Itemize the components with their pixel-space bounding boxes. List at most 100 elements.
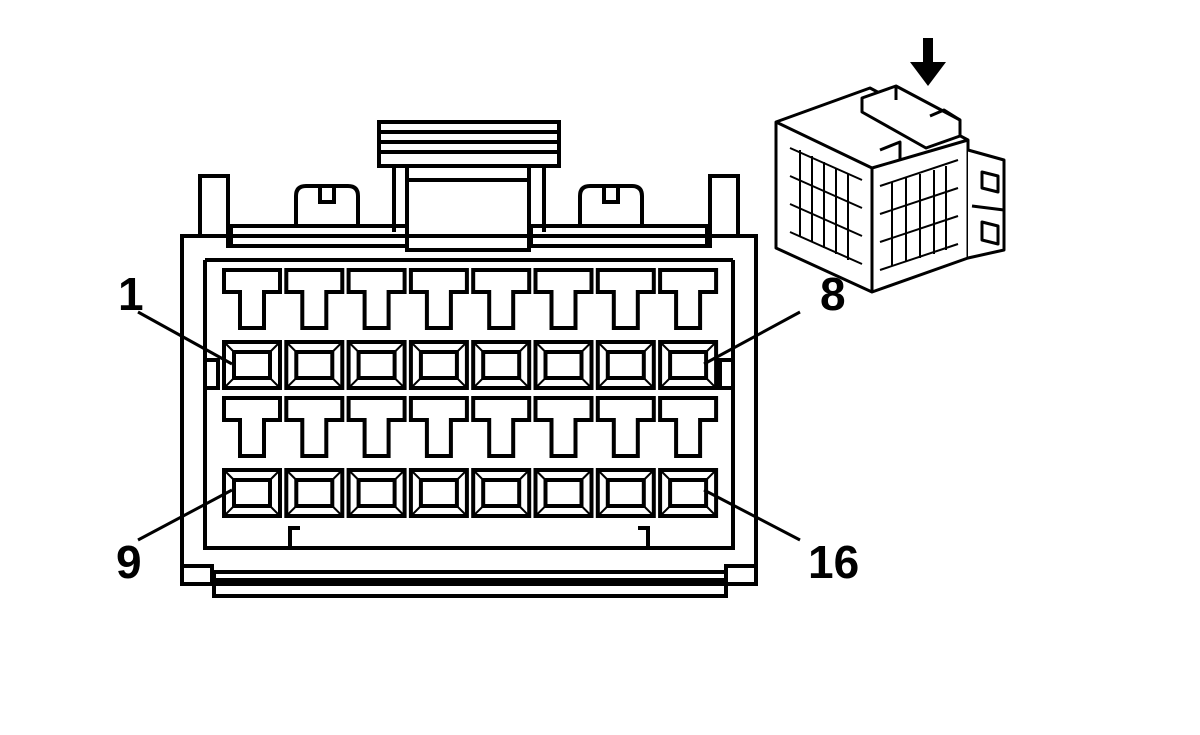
- pin-bevel-5: [472, 341, 484, 353]
- pin-bevel-9: [269, 469, 281, 481]
- pin-contact-inner-2: [294, 350, 335, 380]
- pin-bevel-1: [223, 377, 235, 389]
- pin-contact-16: [658, 468, 719, 518]
- pin-cavities: [222, 268, 719, 518]
- pin-bevel-12: [410, 469, 422, 481]
- pin-bevel-3: [347, 341, 360, 353]
- pin-slot-13: [471, 396, 532, 458]
- pin-bevel-15: [643, 469, 655, 481]
- pin-contact-15: [595, 468, 656, 518]
- pin-bevel-1: [269, 377, 281, 389]
- pin-bevel-11: [347, 505, 360, 517]
- pin-bevel-2: [331, 377, 344, 389]
- pin-bevel-5: [472, 377, 484, 389]
- pin-slot-7: [595, 268, 656, 330]
- pin-contact-5: [471, 340, 532, 390]
- pin-label-1: 1: [118, 268, 144, 320]
- pin-contact-inner-9: [232, 478, 272, 508]
- pin-bevel-8: [659, 377, 671, 389]
- pin-slot-5: [471, 268, 532, 330]
- pin-bevel-5: [518, 377, 530, 389]
- pin-bevel-15: [597, 469, 609, 481]
- pin-bevel-8: [705, 377, 717, 389]
- pin-slot-6: [533, 268, 594, 330]
- pin-contact-13: [471, 468, 532, 518]
- pin-contact-inner-10: [294, 478, 335, 508]
- pin-bevel-14: [580, 505, 593, 517]
- connector-thumbnail: [774, 84, 1006, 294]
- pin-contact-inner-15: [605, 478, 646, 508]
- pin-bevel-4: [456, 377, 468, 389]
- pin-bevel-12: [456, 505, 468, 517]
- pin-bevel-7: [597, 341, 609, 353]
- pin-bevel-5: [518, 341, 530, 353]
- pin-contact-inner-11: [356, 478, 397, 508]
- pin-contact-inner-6: [543, 350, 584, 380]
- leader-pin-8: [703, 310, 801, 366]
- pin-bevel-2: [285, 341, 298, 353]
- pin-bevel-4: [410, 341, 422, 353]
- pin-slot-16: [658, 396, 719, 458]
- pin-bevel-11: [393, 469, 406, 481]
- pin-bevel-6: [580, 341, 593, 353]
- pin-bevel-9: [269, 505, 281, 517]
- pin-bevel-4: [410, 377, 422, 389]
- top-latch: [229, 120, 709, 252]
- pin-label-16: 16: [808, 536, 859, 588]
- pin-bevel-12: [410, 505, 422, 517]
- pin-slot-3: [346, 268, 407, 330]
- pin-contact-11: [346, 468, 407, 518]
- pin-bevel-16: [659, 469, 671, 481]
- pin-slot-10: [284, 396, 345, 458]
- pin-bevel-11: [393, 505, 406, 517]
- pin-contact-1: [222, 340, 282, 390]
- pin-bevel-13: [472, 505, 484, 517]
- pin-bevel-10: [285, 505, 298, 517]
- pin-contact-inner-12: [418, 478, 459, 508]
- pin-contact-8: [658, 340, 719, 390]
- pin-bevel-9: [223, 505, 235, 517]
- pin-bevel-1: [269, 341, 281, 353]
- pin-bevel-16: [705, 469, 717, 481]
- pin-bevel-8: [705, 341, 717, 353]
- pin-bevel-6: [580, 377, 593, 389]
- arrow-down-icon: [910, 38, 946, 86]
- pin-bevel-4: [456, 341, 468, 353]
- pin-bevel-2: [285, 377, 298, 389]
- pin-contact-inner-4: [418, 350, 459, 380]
- pin-contact-inner-16: [668, 478, 709, 508]
- pin-contact-7: [595, 340, 656, 390]
- pin-contact-10: [284, 468, 345, 518]
- pin-bevel-6: [534, 341, 547, 353]
- pin-bevel-16: [659, 505, 671, 517]
- pin-bevel-7: [643, 341, 655, 353]
- pin-slot-1: [222, 268, 282, 330]
- pin-contact-inner-7: [605, 350, 646, 380]
- pin-slot-4: [408, 268, 469, 330]
- pin-contact-12: [408, 468, 469, 518]
- pin-label-9: 9: [116, 536, 142, 588]
- pin-bevel-14: [580, 469, 593, 481]
- pin-slot-8: [658, 268, 719, 330]
- pin-bevel-3: [393, 341, 406, 353]
- pin-bevel-10: [285, 469, 298, 481]
- pin-bevel-12: [456, 469, 468, 481]
- pin-contact-4: [408, 340, 469, 390]
- pin-contact-inner-5: [481, 350, 522, 380]
- pin-bevel-3: [393, 377, 406, 389]
- pin-slot-11: [346, 396, 407, 458]
- leader-pin-9: [137, 488, 233, 542]
- pin-contact-inner-8: [668, 350, 709, 380]
- connector-housing: [180, 174, 758, 598]
- pin-bevel-15: [597, 505, 609, 517]
- pin-bevel-3: [347, 377, 360, 389]
- pin-bevel-14: [534, 469, 547, 481]
- pin-bevel-13: [472, 469, 484, 481]
- pin-contact-inner-14: [543, 478, 584, 508]
- leader-pin-16: [703, 488, 801, 542]
- pin-bevel-13: [518, 505, 530, 517]
- pin-slot-14: [533, 396, 594, 458]
- pin-contact-inner-3: [356, 350, 397, 380]
- pin-contact-3: [346, 340, 407, 390]
